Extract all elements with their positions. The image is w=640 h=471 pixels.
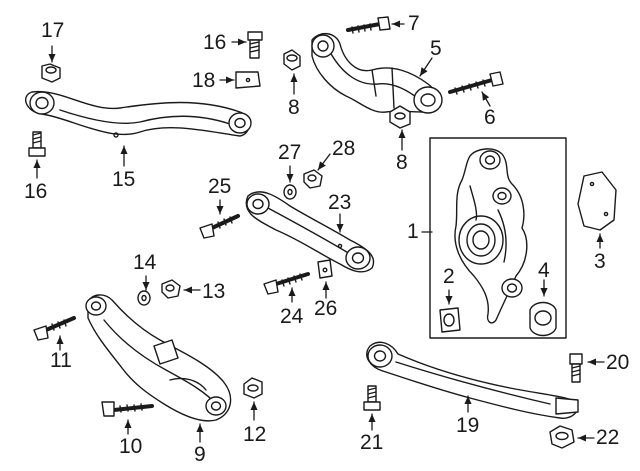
part-22-nut[interactable] [549, 425, 575, 449]
callout-9: 9 [194, 443, 206, 466]
callout-21: 21 [360, 431, 384, 454]
callout-16-left: 16 [24, 180, 48, 203]
callout-19: 19 [456, 414, 480, 437]
part-3-dust-shield[interactable] [577, 171, 617, 231]
part-28-nut[interactable] [303, 169, 323, 189]
callout-13: 13 [202, 280, 226, 303]
part-7-bolt[interactable] [346, 16, 391, 34]
part-5-upper-arm[interactable] [311, 33, 443, 114]
callout-7: 7 [408, 12, 420, 35]
part-21-bolt[interactable] [363, 385, 381, 411]
callout-15: 15 [112, 168, 136, 191]
part-27-washer[interactable] [283, 184, 297, 200]
callout-23: 23 [328, 191, 352, 214]
callout-17: 17 [41, 19, 65, 42]
part-9-bracket[interactable] [85, 294, 232, 422]
part-17-nut[interactable] [41, 63, 61, 83]
part-18-bushing[interactable] [235, 71, 261, 89]
callout-18: 18 [192, 69, 216, 92]
callout-10: 10 [119, 435, 143, 458]
callout-22: 22 [596, 426, 620, 449]
callout-27: 27 [278, 141, 302, 164]
part-6-bolt[interactable] [448, 71, 504, 95]
part-13-nut[interactable] [161, 279, 181, 299]
part-14-washer[interactable] [137, 290, 151, 306]
leader-5 [419, 57, 433, 77]
part-23-toe-link[interactable] [245, 191, 375, 273]
callout-3: 3 [594, 250, 606, 273]
part-15-control-arm[interactable] [24, 90, 252, 138]
part-8-nut-upper[interactable] [283, 49, 301, 71]
part-26-cam-plate[interactable] [317, 259, 333, 279]
callout-26: 26 [314, 297, 338, 320]
leader-6 [481, 91, 491, 107]
leader-lines [33, 20, 605, 443]
part-1-knuckle-box[interactable] [429, 137, 567, 339]
callout-11: 11 [50, 349, 72, 372]
callout-6: 6 [484, 106, 496, 129]
part-24-bolt[interactable] [263, 272, 310, 295]
callout-14: 14 [133, 251, 157, 274]
callout-8-upper: 8 [288, 96, 300, 119]
part-25-bolt[interactable] [199, 214, 240, 239]
part-10-bolt[interactable] [101, 401, 154, 417]
callout-28: 28 [332, 137, 356, 160]
callout-1: 1 [407, 220, 419, 243]
callout-5: 5 [430, 37, 442, 60]
callout-25: 25 [208, 175, 232, 198]
leader-28 [317, 153, 331, 171]
callout-8-lower: 8 [396, 151, 408, 174]
part-16-bolt-top[interactable] [247, 31, 263, 59]
callout-24: 24 [280, 305, 304, 328]
callout-4: 4 [538, 259, 550, 282]
part-12-nut[interactable] [243, 377, 263, 399]
callout-12: 12 [243, 423, 267, 446]
callout-20: 20 [606, 351, 630, 374]
part-11-bolt[interactable] [33, 316, 76, 341]
part-20-bolt[interactable] [569, 353, 583, 383]
callout-16-top: 16 [203, 31, 227, 54]
part-16-bolt-left[interactable] [28, 131, 46, 157]
callout-2: 2 [443, 265, 455, 288]
part-8-nut-lower[interactable] [389, 105, 411, 129]
part-19-lower-link[interactable] [366, 341, 579, 419]
